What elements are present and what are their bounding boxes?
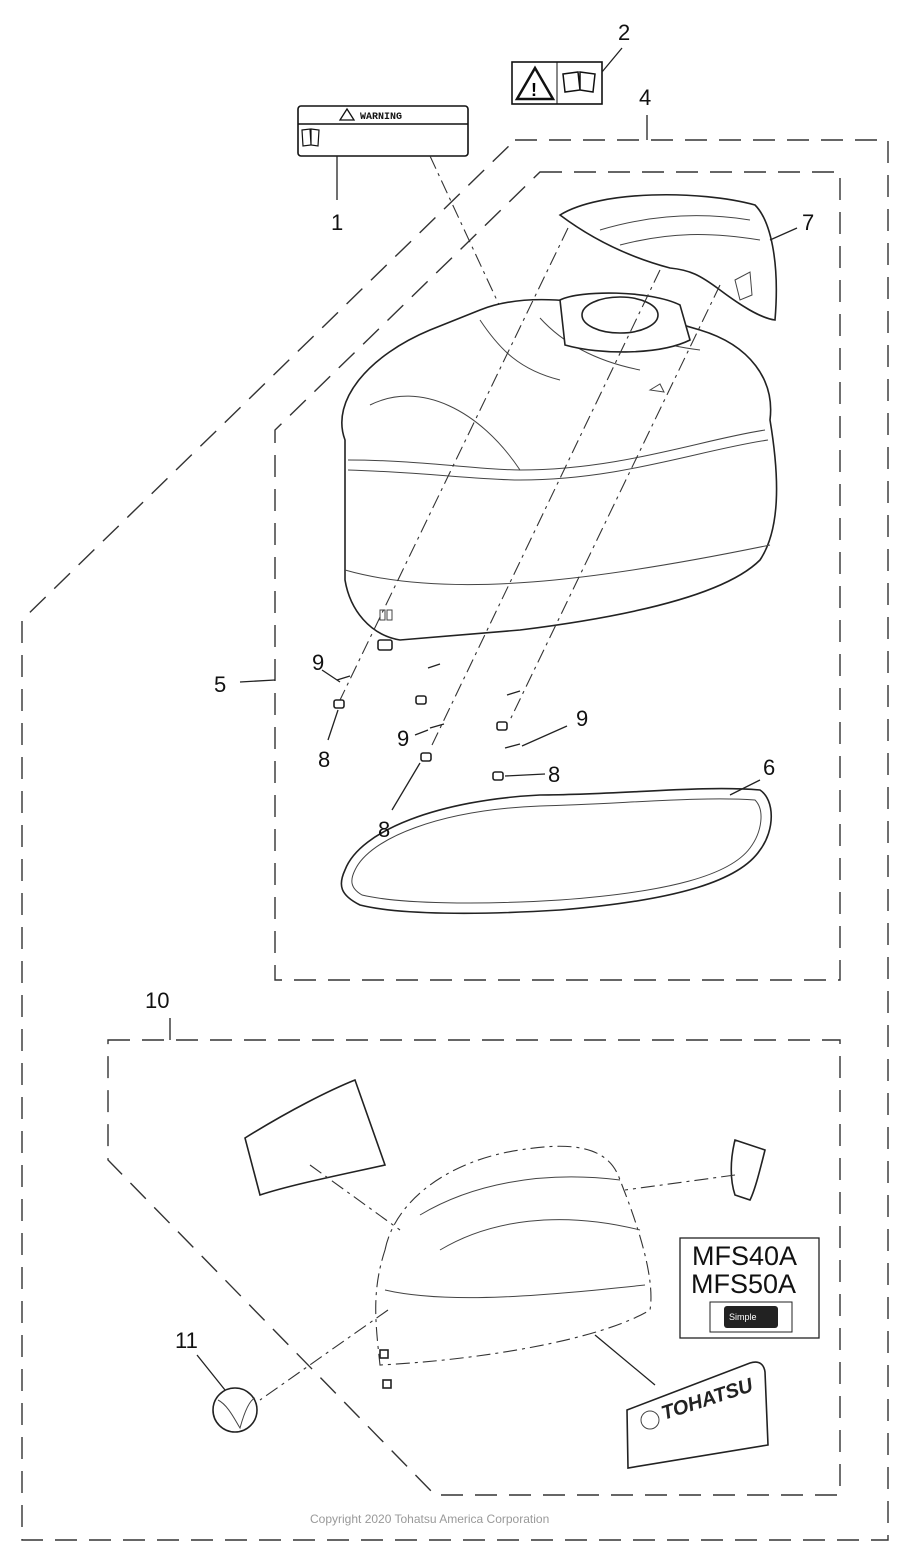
callout-2: 2 <box>618 20 630 45</box>
callout-9c: 9 <box>576 706 588 731</box>
callout-6: 6 <box>763 755 775 780</box>
warning-pictogram-label: ! <box>511 61 603 105</box>
warning-label-title: WARNING <box>360 112 402 123</box>
callout-1: 1 <box>331 210 343 235</box>
callout-11: 11 <box>175 1328 198 1353</box>
model-mfs50a: MFS50A <box>691 1269 796 1299</box>
tohatsu-decal: TOHATSU <box>626 1361 769 1469</box>
rear-decal <box>730 1138 766 1201</box>
warning-label: WARNING <box>297 105 469 157</box>
callout-8a: 8 <box>318 747 330 772</box>
tohatsu-emblem <box>212 1387 258 1433</box>
side-decal <box>244 1078 387 1197</box>
cowling-seal <box>340 787 772 915</box>
warning-triangle-icon <box>338 107 356 121</box>
callout-9b: 9 <box>397 726 409 751</box>
manual-book-icon <box>562 71 596 93</box>
group-box-4 <box>21 139 889 1541</box>
top-cover <box>558 194 778 321</box>
model-mfs40a: MFS40A <box>692 1241 797 1271</box>
model-applicability-box: MFS40A MFS50A Simple <box>679 1237 820 1339</box>
cowling-decal-outline <box>375 1145 652 1389</box>
callout-9a: 9 <box>312 650 324 675</box>
callout-10: 10 <box>145 988 169 1013</box>
copyright-text: Copyright 2020 Tohatsu America Corporati… <box>310 1512 549 1526</box>
upper-cowling <box>341 292 778 651</box>
manual-book-icon <box>301 128 320 147</box>
callout-8b: 8 <box>378 817 390 842</box>
callout-8c: 8 <box>548 762 560 787</box>
callout-5: 5 <box>214 672 226 697</box>
svg-text:!: ! <box>531 80 537 100</box>
simple-badge: Simple <box>729 1312 757 1322</box>
warning-triangle-icon <box>514 65 556 101</box>
callout-4: 4 <box>639 85 651 110</box>
callout-7: 7 <box>802 210 814 235</box>
group-box-10 <box>107 1039 841 1496</box>
group-box-5 <box>274 171 841 981</box>
clip-parts <box>333 663 521 781</box>
